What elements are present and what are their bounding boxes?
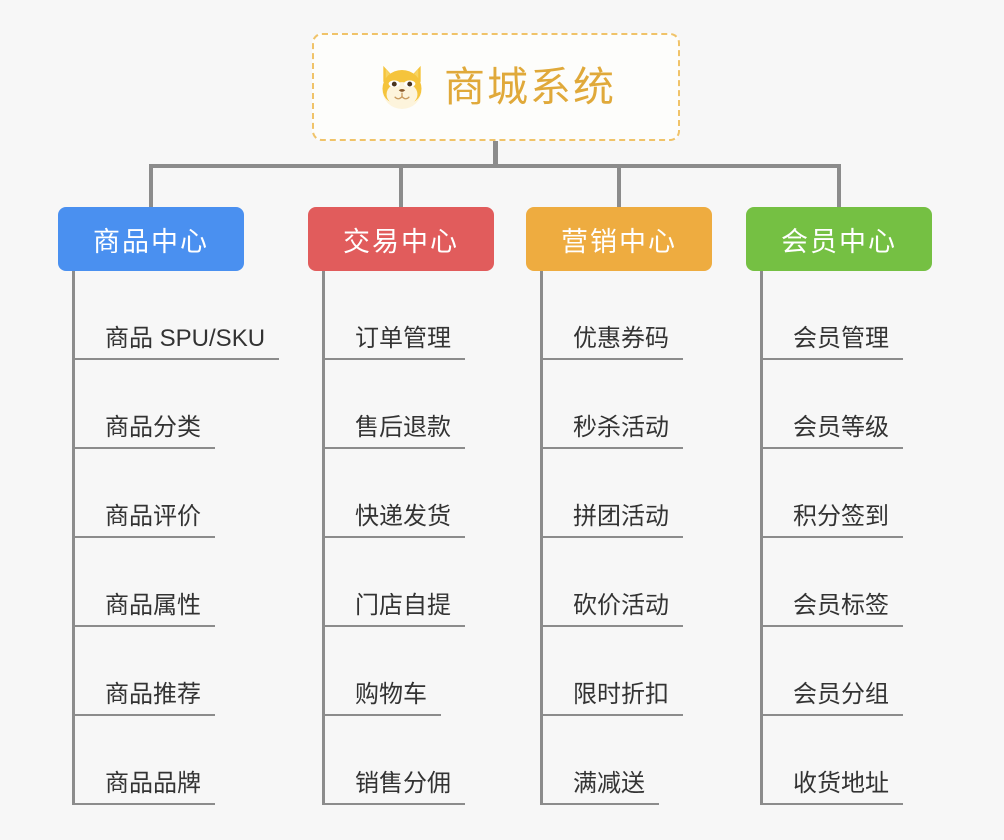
leaf-item[interactable]: 会员等级: [763, 360, 932, 449]
category-header-3[interactable]: 营销中心: [526, 207, 712, 271]
connector-bus: [149, 164, 841, 168]
leaf-label: 商品推荐: [75, 681, 215, 716]
leaf-label: 商品品牌: [75, 770, 215, 805]
leaf-item[interactable]: 满减送: [543, 716, 712, 805]
category-label: 营销中心: [561, 226, 677, 257]
leaf-item[interactable]: 销售分佣: [325, 716, 494, 805]
leaf-label: 商品评价: [75, 503, 215, 538]
leaf-label: 限时折扣: [543, 681, 683, 716]
leaf-label: 门店自提: [325, 592, 465, 627]
leaf-item[interactable]: 秒杀活动: [543, 360, 712, 449]
leaf-label: 拼团活动: [543, 503, 683, 538]
leaf-item[interactable]: 售后退款: [325, 360, 494, 449]
leaf-label: 购物车: [325, 681, 441, 716]
leaf-item[interactable]: 商品 SPU/SKU: [75, 271, 280, 360]
leaf-item[interactable]: 商品品牌: [75, 716, 279, 805]
leaf-label: 砍价活动: [543, 592, 683, 627]
leaf-list-2: 订单管理 售后退款 快递发货 门店自提 购物车 销售分佣: [322, 271, 494, 805]
leaf-label: 会员标签: [763, 592, 903, 627]
leaf-item[interactable]: 购物车: [325, 627, 494, 716]
leaf-label: 售后退款: [325, 414, 465, 449]
leaf-label: 会员分组: [763, 681, 903, 716]
branch-column-4: 会员中心 会员管理 会员等级 积分签到 会员标签 会员分组 收货地址: [746, 207, 932, 805]
leaf-label: 满减送: [543, 770, 659, 805]
branch-column-3: 营销中心 优惠券码 秒杀活动 拼团活动 砍价活动 限时折扣 满减送: [526, 207, 712, 805]
category-header-2[interactable]: 交易中心: [308, 207, 494, 271]
category-label: 交易中心: [343, 226, 459, 257]
leaf-label: 会员管理: [763, 325, 903, 360]
leaf-label: 商品属性: [75, 592, 215, 627]
leaf-item[interactable]: 订单管理: [325, 271, 494, 360]
leaf-item[interactable]: 限时折扣: [543, 627, 712, 716]
leaf-item[interactable]: 优惠券码: [543, 271, 712, 360]
leaf-item[interactable]: 会员管理: [763, 271, 932, 360]
leaf-label: 快递发货: [325, 503, 465, 538]
leaf-item[interactable]: 快递发货: [325, 449, 494, 538]
connector-drop-4: [837, 164, 841, 209]
leaf-item[interactable]: 砍价活动: [543, 538, 712, 627]
branch-column-1: 商品中心 商品 SPU/SKU 商品分类 商品评价 商品属性 商品推荐 商品品牌: [58, 207, 280, 805]
root-node[interactable]: 商城系统: [312, 33, 680, 141]
leaf-label: 商品 SPU/SKU: [75, 325, 280, 360]
leaf-label: 优惠券码: [543, 325, 683, 360]
leaf-item[interactable]: 积分签到: [763, 449, 932, 538]
leaf-item[interactable]: 门店自提: [325, 538, 494, 627]
leaf-item[interactable]: 商品分类: [75, 360, 279, 449]
category-header-1[interactable]: 商品中心: [58, 207, 244, 271]
leaf-item[interactable]: 商品评价: [75, 449, 279, 538]
leaf-item[interactable]: 会员分组: [763, 627, 932, 716]
leaf-item[interactable]: 拼团活动: [543, 449, 712, 538]
leaf-item[interactable]: 商品属性: [75, 538, 279, 627]
leaf-list-3: 优惠券码 秒杀活动 拼团活动 砍价活动 限时折扣 满减送: [540, 271, 712, 805]
leaf-list-4: 会员管理 会员等级 积分签到 会员标签 会员分组 收货地址: [760, 271, 932, 805]
connector-drop-2: [399, 164, 403, 209]
leaf-label: 秒杀活动: [543, 414, 683, 449]
leaf-label: 收货地址: [763, 770, 903, 805]
leaf-item[interactable]: 会员标签: [763, 538, 932, 627]
connector-drop-1: [149, 164, 153, 209]
category-header-4[interactable]: 会员中心: [746, 207, 932, 271]
leaf-item[interactable]: 商品推荐: [75, 627, 279, 716]
branch-column-2: 交易中心 订单管理 售后退款 快递发货 门店自提 购物车 销售分佣: [308, 207, 494, 805]
connector-drop-3: [617, 164, 621, 209]
root-title: 商城系统: [444, 63, 616, 110]
leaf-label: 商品分类: [75, 414, 215, 449]
leaf-list-1: 商品 SPU/SKU 商品分类 商品评价 商品属性 商品推荐 商品品牌: [72, 271, 280, 805]
shiba-dog-face-icon: [376, 61, 428, 113]
leaf-item[interactable]: 收货地址: [763, 716, 932, 805]
connector-trunk: [493, 141, 498, 167]
category-label: 会员中心: [781, 226, 897, 257]
leaf-label: 订单管理: [325, 325, 465, 360]
leaf-label: 积分签到: [763, 503, 903, 538]
category-label: 商品中心: [93, 226, 209, 257]
leaf-label: 会员等级: [763, 414, 903, 449]
leaf-label: 销售分佣: [325, 770, 465, 805]
